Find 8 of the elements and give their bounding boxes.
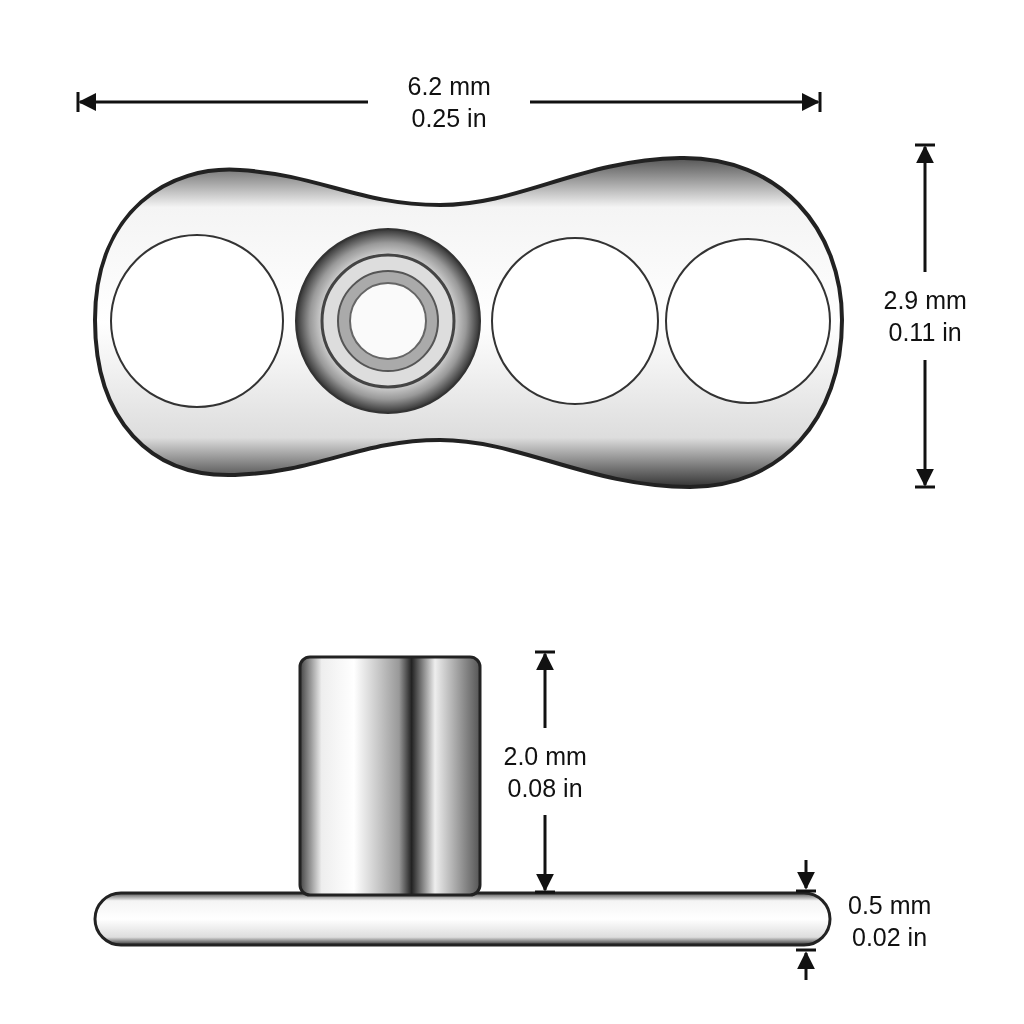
dimension-label: 0.11 in [888,318,962,346]
dimension-label: 0.5 mm [848,891,932,919]
dimension-label: 0.08 in [507,774,583,802]
dimension-label: 6.2 mm [407,72,491,100]
dimension-label: 0.02 in [852,923,928,951]
dimension-label: 2.9 mm [883,286,967,314]
dimension-label: 2.0 mm [503,742,587,770]
dimension-label: 0.25 in [411,104,487,132]
